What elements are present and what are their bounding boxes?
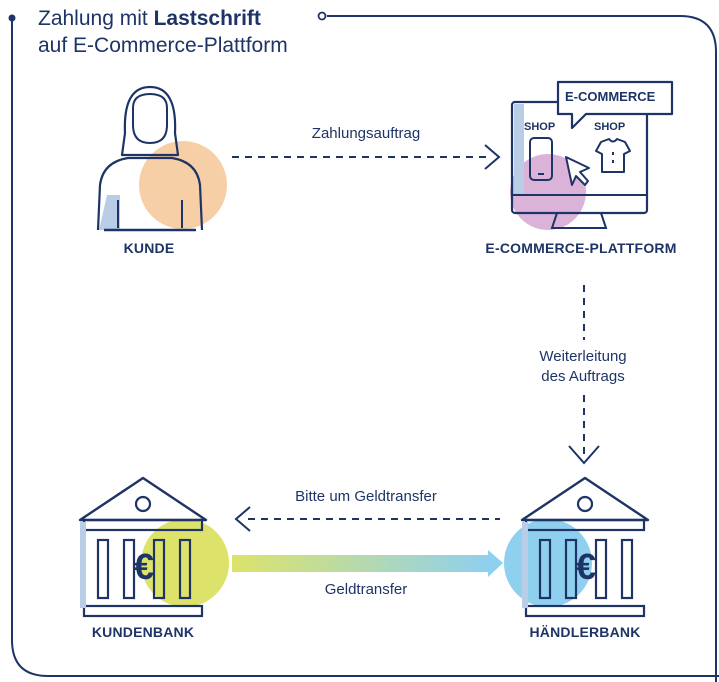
customer-face [132,92,168,145]
page-title: Zahlung mit Lastschrift [38,6,261,31]
customer-body [96,156,204,231]
label-weiterleitung-line1: Weiterleitung [539,348,627,365]
phone-icon [529,137,553,181]
label-haendlerbank: HÄNDLERBANK [529,624,641,640]
customer-shadow [99,195,120,230]
kundenbank-icon [78,476,229,618]
title-prefix: Zahlung mit [38,7,154,30]
cursor-icon [565,156,590,186]
customer-icon [96,85,227,232]
title-bold: Lastschrift [153,7,261,30]
customer-circle [139,141,227,229]
haendlerbank-roof [520,476,650,522]
arrow-geldtransfer-bar [232,555,488,572]
shop-label-right: SHOP [594,121,626,133]
frame-top-line [327,15,717,682]
label-kundenbank: KUNDENBANK [91,624,195,640]
label-zahlungsauftrag: Zahlungsauftrag [311,125,421,142]
arrow-bitte-head [234,506,251,532]
haendlerbank-euro-icon: € [576,546,597,587]
label-plattform: E-COMMERCE-PLATTFORM [485,240,677,256]
label-kunde: KUNDE [123,240,175,256]
arrow-weiterleitung-head [568,445,600,465]
frame-open-dot [317,11,327,21]
platform-icon [510,80,674,230]
bubble-shape [556,80,674,130]
monitor-shadow [514,104,524,193]
frame-dot [8,14,16,22]
label-geldtransfer: Geldtransfer [324,581,408,598]
frame-line [11,20,719,677]
haendlerbank-icon [504,476,650,618]
monitor-stand [550,212,608,229]
customer-head [120,85,180,157]
kundenbank-roof [78,476,208,522]
label-weiterleitung-line2: des Auftrags [541,368,625,385]
page-subtitle: auf E-Commerce-Plattform [38,34,288,57]
arrow-zahlungsauftrag-head [484,144,501,170]
arrow-geldtransfer-head [488,550,503,577]
shop-label-left: SHOP [524,121,556,133]
label-bitte-um-geldtransfer: Bitte um Geldtransfer [295,488,437,505]
kundenbank-euro-icon: € [134,546,155,587]
tshirt-icon [595,138,631,173]
bubble-label: E-COMMERCE [565,89,656,104]
